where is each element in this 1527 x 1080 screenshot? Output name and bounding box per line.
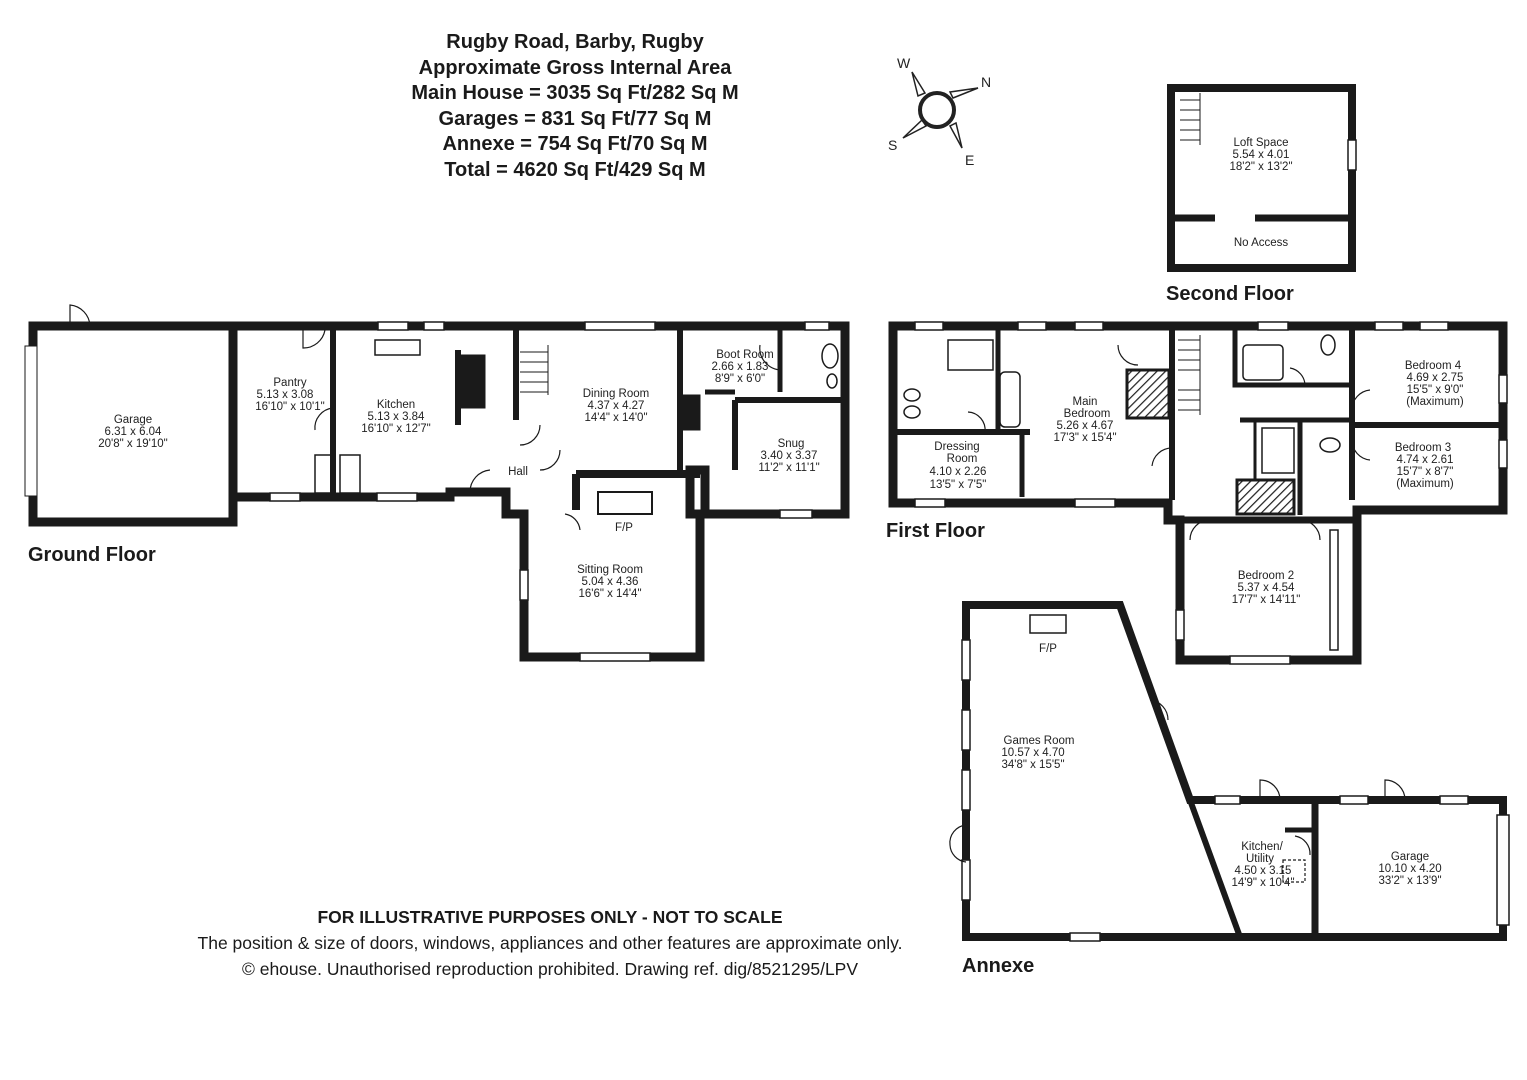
total-area: Total = 4620 Sq Ft/429 Sq M	[444, 158, 706, 181]
ground-floor-plan	[24, 304, 850, 662]
garage-gf-metric: 6.31 x 6.04	[105, 426, 163, 438]
bedroom3-note: (Maximum)	[1396, 478, 1454, 490]
second-floor-label: Second Floor	[1166, 283, 1294, 305]
kitchen-name: Kitchen	[377, 399, 415, 411]
garage-gf-imperial: 20'8" x 19'10"	[98, 438, 167, 450]
dining-metric: 4.37 x 4.27	[588, 400, 645, 412]
first-floor-plan	[888, 321, 1508, 665]
not-to-scale-disclaimer: FOR ILLUSTRATIVE PURPOSES ONLY - NOT TO …	[317, 907, 783, 927]
loft-imperial: 18'2" x 13'2"	[1229, 161, 1292, 173]
garages-area: Garages = 831 Sq Ft/77 Sq M	[438, 107, 712, 130]
sitting-name: Sitting Room	[577, 564, 643, 576]
bedroom2-name: Bedroom 2	[1238, 570, 1294, 582]
ground-floor-label: Ground Floor	[28, 544, 156, 566]
main-bedroom-name2: Bedroom	[1064, 408, 1111, 420]
boot-name: Boot Room	[716, 349, 774, 361]
snug-name: Snug	[778, 438, 805, 450]
kitchen-imperial: 16'10" x 12'7"	[361, 423, 430, 435]
dining-name: Dining Room	[583, 388, 649, 400]
main-house-area: Main House = 3035 Sq Ft/282 Sq M	[411, 82, 739, 104]
hall-name: Hall	[508, 466, 528, 478]
compass-icon: W N E S	[888, 55, 991, 168]
property-address: Rugby Road, Barby, Rugby	[446, 31, 704, 53]
bedroom4-name: Bedroom 4	[1405, 360, 1462, 372]
pantry-name: Pantry	[273, 377, 306, 389]
snug-metric: 3.40 x 3.37	[761, 450, 818, 462]
kitchen-metric: 5.13 x 3.84	[368, 411, 426, 423]
dressing-metric: 4.10 x 2.26	[930, 466, 987, 478]
games-room-name: Games Room	[1004, 735, 1075, 747]
sitting-fireplace-label: F/P	[615, 522, 633, 534]
sitting-imperial: 16'6" x 14'4"	[578, 588, 641, 600]
bedroom4-metric: 4.69 x 2.75	[1407, 372, 1464, 384]
main-bedroom-metric: 5.26 x 4.67	[1057, 420, 1114, 432]
main-bedroom-name: Main	[1073, 396, 1098, 408]
games-fireplace-label: F/P	[1039, 643, 1057, 655]
garage-gf-name: Garage	[114, 414, 152, 426]
annexe-plan	[949, 601, 1510, 942]
compass-w-label: W	[897, 55, 911, 71]
compass-s-label: S	[888, 137, 897, 153]
snug-imperial: 11'2" x 11'1"	[758, 462, 819, 474]
bedroom4-note: (Maximum)	[1406, 396, 1464, 408]
utility-imperial: 14'9" x 10'4"	[1231, 877, 1294, 889]
no-access-label: No Access	[1234, 237, 1289, 249]
dressing-name: Dressing	[934, 441, 979, 453]
area-summary: Rugby Road, Barby, Rugby Approximate Gro…	[360, 30, 790, 183]
games-room-imperial: 34'8" x 15'5"	[1001, 759, 1064, 771]
loft-name: Loft Space	[1234, 137, 1289, 149]
first-floor-label: First Floor	[886, 520, 985, 542]
dining-imperial: 14'4" x 14'0"	[584, 412, 647, 424]
compass-n-label: N	[981, 74, 991, 90]
utility-name2: Utility	[1246, 853, 1274, 865]
loft-metric: 5.54 x 4.01	[1233, 149, 1290, 161]
dressing-name2: Room	[947, 453, 978, 465]
compass-e-label: E	[965, 152, 974, 168]
approximation-note: The position & size of doors, windows, a…	[197, 933, 903, 953]
utility-metric: 4.50 x 3.15	[1235, 865, 1292, 877]
footer-notes: FOR ILLUSTRATIVE PURPOSES ONLY - NOT TO …	[140, 904, 960, 982]
annexe-label: Annexe	[962, 955, 1035, 977]
second-floor-plan	[1167, 84, 1357, 272]
copyright-note: © ehouse. Unauthorised reproduction proh…	[241, 959, 859, 979]
annexe-area: Annexe = 754 Sq Ft/70 Sq M	[442, 133, 708, 155]
bedroom3-metric: 4.74 x 2.61	[1397, 454, 1454, 466]
garage-annexe-metric: 10.10 x 4.20	[1378, 863, 1441, 875]
bedroom4-imperial: 15'5" x 9'0"	[1407, 384, 1464, 396]
garage-annexe-name: Garage	[1391, 851, 1429, 863]
boot-metric: 2.66 x 1.83	[712, 361, 769, 373]
pantry-imperial: 16'10" x 10'1"	[255, 401, 324, 413]
area-title: Approximate Gross Internal Area	[418, 56, 732, 79]
bedroom2-metric: 5.37 x 4.54	[1238, 582, 1296, 594]
utility-name: Kitchen/	[1241, 841, 1283, 853]
boot-imperial: 8'9" x 6'0"	[715, 373, 765, 385]
bedroom3-name: Bedroom 3	[1395, 442, 1451, 454]
bedroom3-imperial: 15'7" x 8'7"	[1397, 466, 1454, 478]
sitting-metric: 5.04 x 4.36	[582, 576, 639, 588]
main-bedroom-imperial: 17'3" x 15'4"	[1053, 432, 1116, 444]
garage-annexe-imperial: 33'2" x 13'9"	[1378, 875, 1441, 887]
games-room-metric: 10.57 x 4.70	[1001, 747, 1064, 759]
bedroom2-imperial: 17'7" x 14'11"	[1232, 594, 1301, 606]
dressing-imperial: 13'5" x 7'5"	[930, 479, 987, 491]
pantry-metric: 5.13 x 3.08	[257, 389, 314, 401]
